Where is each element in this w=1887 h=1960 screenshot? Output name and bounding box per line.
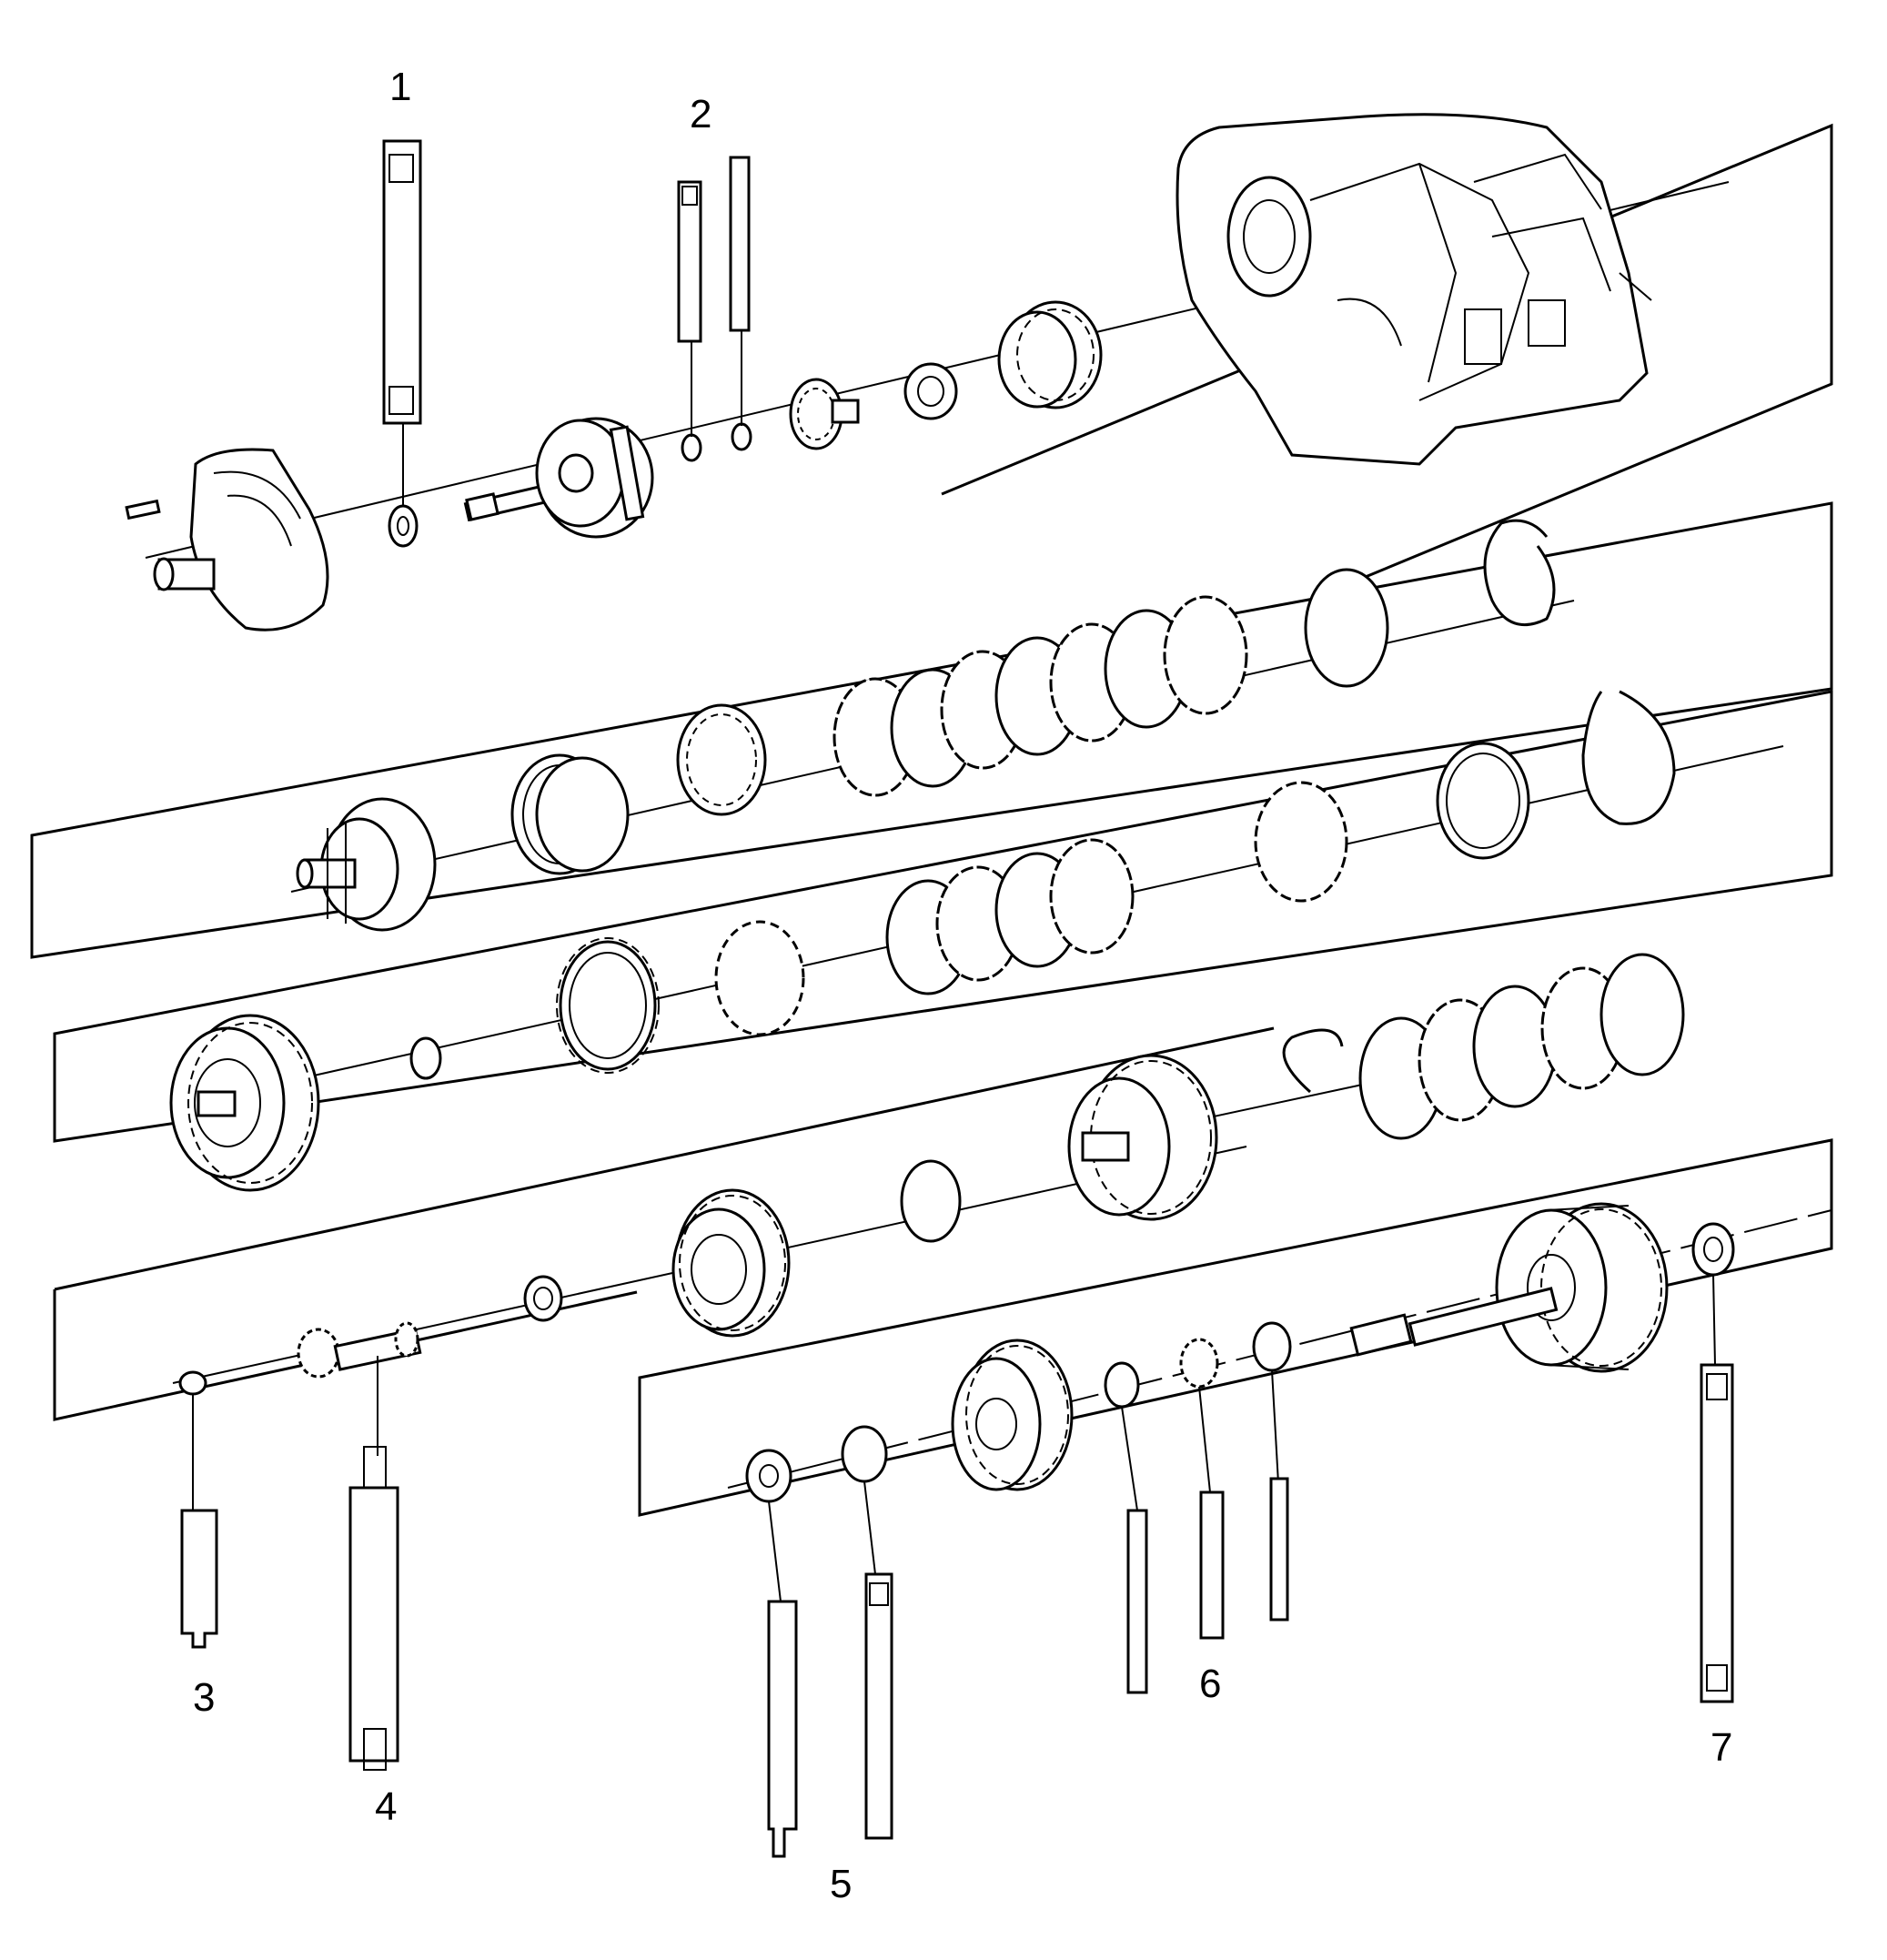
installer-tool-icon xyxy=(1126,1509,1148,1694)
piston-icon xyxy=(510,753,630,875)
bearing-icon xyxy=(1252,1321,1292,1372)
reaction-drum-icon xyxy=(556,937,660,1074)
small-washer-icon xyxy=(731,422,752,451)
bearing-icon xyxy=(523,1275,563,1322)
callout-2: 2 xyxy=(690,92,711,136)
panel-middle-clutch-outline xyxy=(53,690,1833,1143)
bearing-icon xyxy=(903,362,958,420)
installer-tool-icon xyxy=(180,1509,218,1649)
gear-shaft-icon xyxy=(297,1321,422,1379)
installer-tool-icon xyxy=(348,1446,399,1771)
callout-6: 6 xyxy=(1199,1662,1221,1706)
thrust-washer-icon xyxy=(1104,1361,1140,1409)
installer-tool-icon xyxy=(382,139,422,425)
tools xyxy=(180,139,1734,1858)
pump-cover-icon xyxy=(153,448,329,631)
middle-row xyxy=(169,690,1676,1192)
thrust-washer-icon xyxy=(388,504,419,548)
clutch-plates-icon xyxy=(885,838,1135,995)
clutch-plates-icon xyxy=(832,568,1389,797)
rear-clutch-plates-icon xyxy=(1282,953,1685,1140)
upper-right-stack xyxy=(1254,690,1676,903)
bearing-icon xyxy=(745,1449,792,1503)
callout-4: 4 xyxy=(375,1784,397,1829)
clutch-drum-icon xyxy=(535,417,654,539)
panel-lower-left-outline xyxy=(53,1289,638,1421)
thrust-washer-icon xyxy=(1691,1222,1735,1277)
installer-tool-icon xyxy=(1199,1490,1225,1640)
clutch-plate-icon xyxy=(714,920,805,1036)
snap-ring-icon xyxy=(1483,519,1556,627)
spring-retainer-icon xyxy=(676,703,767,816)
callout-labels: 1 2 3 4 5 6 7 xyxy=(193,65,1732,1906)
lower-clutch-row xyxy=(178,953,1685,1396)
upper-clutch-row xyxy=(296,519,1556,932)
small-washer-icon xyxy=(681,433,702,462)
differential-drum-icon xyxy=(1495,1202,1669,1373)
top-row-parts xyxy=(125,113,1652,631)
direct-clutch-housing-icon xyxy=(1067,1054,1218,1221)
small-gear-icon xyxy=(789,378,860,450)
callout-5: 5 xyxy=(830,1862,852,1906)
clutch-hub-icon xyxy=(296,797,437,932)
callout-1: 1 xyxy=(389,65,411,109)
bearing-icon xyxy=(1179,1338,1219,1389)
installer-tool-icon xyxy=(864,1572,893,1840)
installer-tool-icon xyxy=(677,180,702,343)
transaxle-case-icon xyxy=(1176,113,1652,466)
snap-ring-icon xyxy=(900,1159,962,1243)
bolt-icon xyxy=(125,499,161,520)
installer-tool-icon xyxy=(729,156,751,332)
thrust-washer-icon xyxy=(409,1036,442,1080)
sun-gear-icon xyxy=(951,1339,1074,1491)
callout-3: 3 xyxy=(193,1675,215,1720)
small-washer-icon xyxy=(178,1370,207,1396)
snap-ring-icon xyxy=(841,1425,888,1483)
installer-tool-icon xyxy=(1269,1477,1289,1622)
sun-gear-drum-icon xyxy=(671,1188,791,1338)
installer-tool-icon xyxy=(1700,1363,1734,1703)
lower-right-row xyxy=(745,1202,1735,1503)
planetary-carrier-icon xyxy=(169,1014,320,1192)
leader-lines xyxy=(192,328,1716,1602)
ring-gear-icon xyxy=(997,300,1103,409)
panel-lower-left-top-edge xyxy=(54,1026,1275,1291)
output-shaft-icon xyxy=(1349,1287,1559,1357)
installer-tool-icon xyxy=(767,1600,798,1858)
callout-7: 7 xyxy=(1710,1725,1732,1770)
panel-lower-right-outline xyxy=(638,1138,1833,1517)
